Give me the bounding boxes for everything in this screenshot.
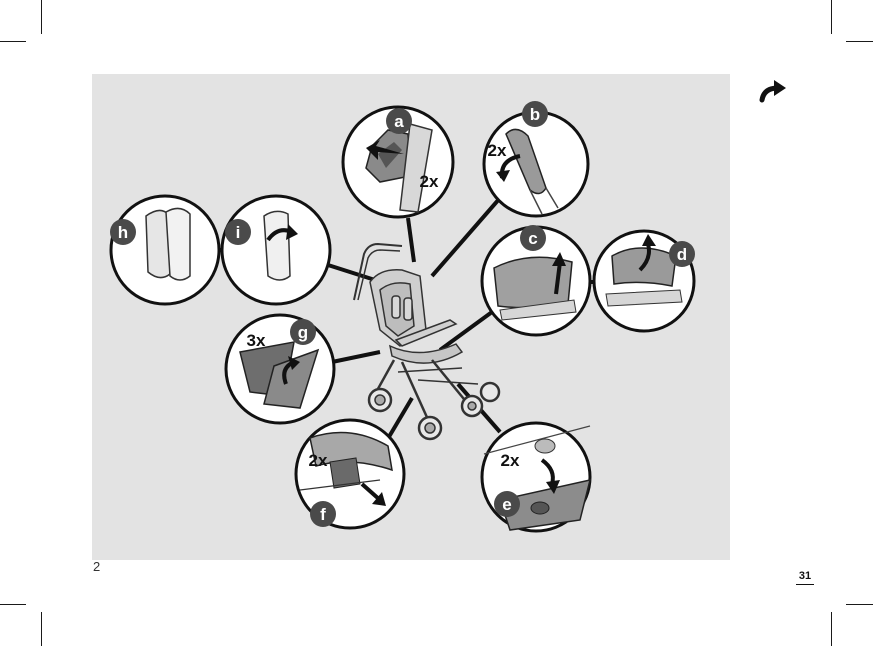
step-badge-g: g [290, 319, 316, 345]
step-badge-b: b [522, 101, 548, 127]
detail-circle-i [222, 196, 330, 304]
step-badge-c: c [520, 225, 546, 251]
callout-line-g [332, 352, 380, 362]
step-badge-h: h [110, 219, 136, 245]
step-letter-f: f [320, 505, 326, 524]
detail-circle-e [482, 423, 590, 531]
step-count-a: 2x [420, 172, 439, 191]
curved-right-arrow-icon [762, 80, 786, 100]
step-badge-i: i [225, 219, 251, 245]
callout-line-c [440, 312, 492, 350]
step-letter-a: a [394, 112, 404, 131]
detail-circle-h [111, 196, 219, 304]
step-letter-h: h [118, 223, 128, 242]
step-badge-a: a [386, 108, 412, 134]
step-letter-c: c [528, 229, 537, 248]
step-letter-e: e [502, 495, 511, 514]
step-letter-i: i [236, 223, 241, 242]
step-count-f: 2x [309, 451, 328, 470]
callout-line-i [328, 265, 375, 280]
step-count-g: 3x [247, 331, 266, 350]
step-count-b: 2x [488, 141, 507, 160]
step-count-e: 2x [501, 451, 520, 470]
step-letter-g: g [298, 323, 308, 342]
page-number: 31 [796, 570, 814, 585]
step-letter-d: d [677, 245, 687, 264]
detail-circle-b [484, 112, 588, 216]
callout-line-a [408, 218, 414, 262]
step-badge-f: f [310, 501, 336, 527]
step-badge-d: d [669, 241, 695, 267]
figure-number: 2 [93, 559, 100, 574]
step-badge-e: e [494, 491, 520, 517]
detail-circle-g [226, 315, 334, 423]
step-letter-b: b [530, 105, 540, 124]
stroller-drawing [354, 244, 499, 439]
